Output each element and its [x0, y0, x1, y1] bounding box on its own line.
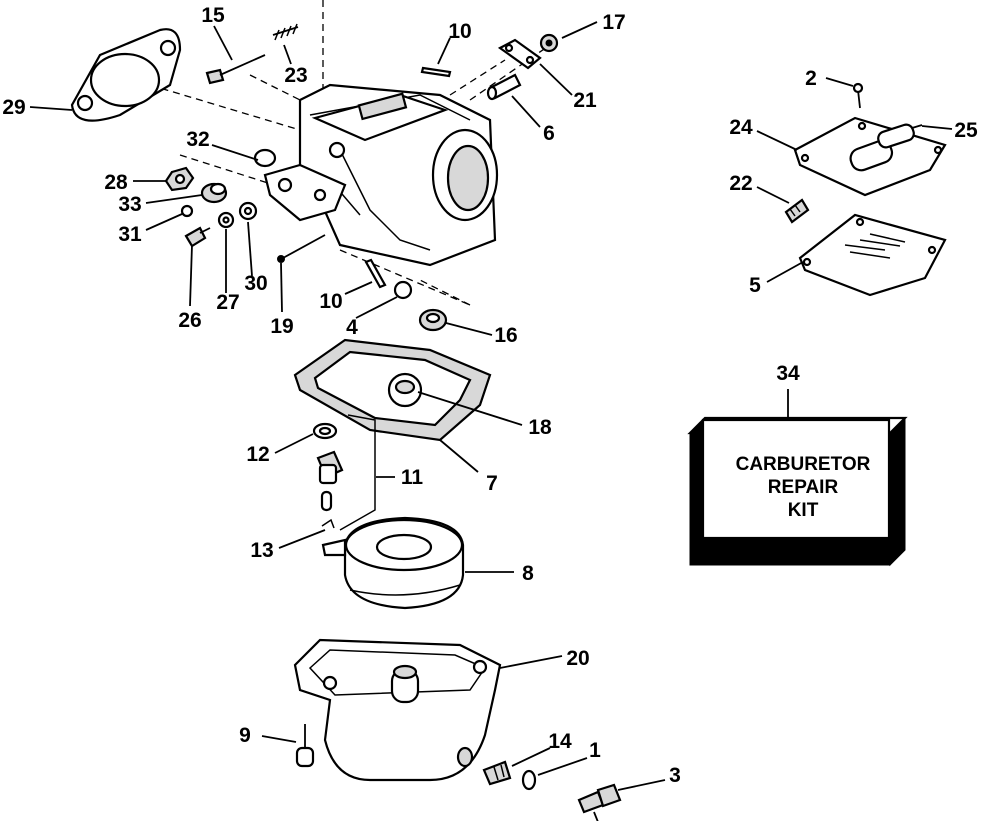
part-25-fitting [877, 123, 923, 149]
part-23-spring [272, 23, 299, 41]
callout-19: 19 [270, 315, 293, 338]
callout-8: 8 [522, 562, 534, 585]
callout-6: 6 [543, 122, 555, 145]
callout-7: 7 [486, 472, 498, 495]
callout-11: 11 [401, 466, 424, 489]
callout-1: 1 [589, 739, 601, 762]
part-22-fitting [784, 198, 810, 224]
part-14-fitting [482, 760, 512, 786]
part-4-ball [393, 280, 413, 300]
part-17-nut [539, 33, 559, 53]
part-27-washer [217, 211, 235, 229]
kit-box-line3: KIT [788, 500, 819, 521]
callout-34: 34 [776, 362, 800, 385]
part-29-flange-gasket [70, 28, 182, 122]
kit-box-line1: CARBURETOR [736, 454, 871, 475]
part-16-plug [418, 308, 448, 332]
part-8-float [321, 516, 465, 610]
part-10-pin-lower [364, 258, 387, 289]
callout-2: 2 [805, 67, 817, 90]
part-9-screw [295, 724, 315, 768]
callout-29: 29 [2, 96, 25, 119]
part-3-drain-screw [577, 783, 622, 821]
part-1-o-ring [521, 769, 537, 791]
callout-4: 4 [346, 316, 358, 339]
part-2-screw [852, 82, 864, 109]
part-31-washer [180, 204, 194, 218]
callout-20: 20 [566, 647, 589, 670]
carburetor-body [253, 83, 499, 267]
callout-17: 17 [602, 11, 625, 34]
callout-24: 24 [729, 116, 753, 139]
callout-22: 22 [729, 172, 752, 195]
callout-28: 28 [104, 171, 128, 194]
callout-25: 25 [954, 119, 978, 142]
callout-18: 18 [528, 416, 552, 439]
leader-lines [29, 21, 953, 791]
callout-3: 3 [669, 764, 681, 787]
part-19-pin [277, 234, 326, 263]
part-34-repair-kit-box: CARBURETOR REPAIR KIT [687, 416, 908, 567]
callout-23: 23 [284, 64, 307, 87]
part-5-diaphragm [798, 213, 947, 297]
callout-10-lower: 10 [319, 290, 342, 313]
part-30-star-washer [238, 201, 258, 221]
part-26-screw [184, 226, 211, 248]
callout-26: 26 [178, 309, 201, 332]
callout-30: 30 [244, 272, 267, 295]
part-24-cover [793, 116, 947, 197]
kit-box-line2: REPAIR [768, 477, 839, 498]
callout-5: 5 [749, 274, 761, 297]
part-20-float-bowl [293, 638, 502, 782]
callout-14: 14 [548, 730, 572, 753]
callout-9: 9 [239, 724, 251, 747]
part-7-bowl-gasket [293, 338, 492, 442]
callout-27: 27 [216, 291, 239, 314]
callout-15: 15 [201, 4, 225, 27]
part-28-nut [164, 166, 195, 192]
callout-32: 32 [186, 128, 209, 151]
part-21-bracket [497, 38, 542, 70]
part-10-pin-top [420, 66, 452, 78]
callout-21: 21 [573, 89, 597, 112]
callout-12: 12 [246, 443, 269, 466]
callout-labels: 15 23 10 17 29 21 6 32 28 33 31 30 26 27… [2, 4, 978, 787]
part-6-stud [486, 73, 522, 101]
part-13-clip [321, 518, 335, 529]
part-11-needle-seat [316, 414, 376, 531]
part-15-screw [205, 54, 266, 85]
callout-16: 16 [494, 324, 517, 347]
callout-33: 33 [118, 193, 141, 216]
part-12-washer [312, 422, 338, 440]
part-33-bushing [200, 182, 228, 204]
callout-31: 31 [118, 223, 142, 246]
callout-13: 13 [250, 539, 273, 562]
callout-10-top: 10 [448, 20, 471, 43]
